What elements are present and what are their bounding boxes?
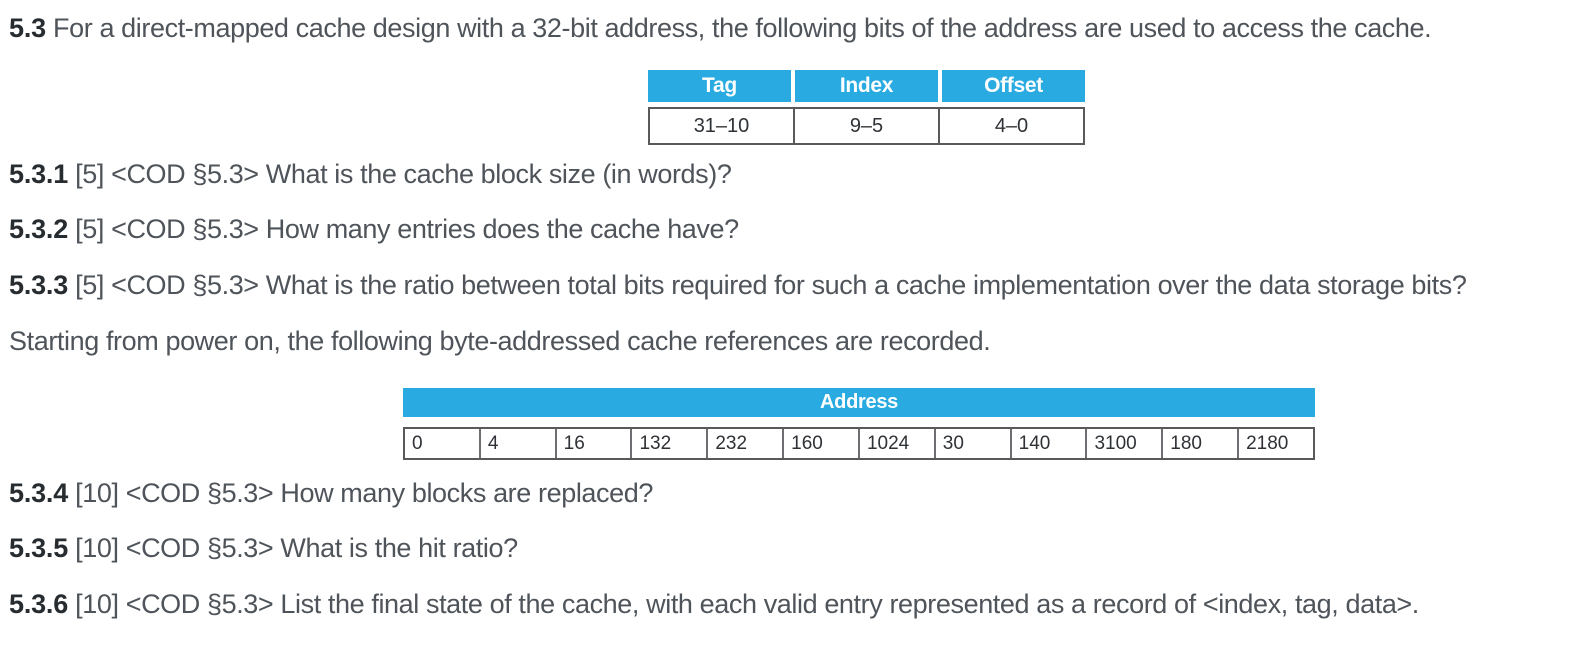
question-text: [5] <COD §5.3> How many entries does the… bbox=[75, 214, 739, 244]
question-text: [10] <COD §5.3> How many blocks are repl… bbox=[75, 478, 653, 508]
address-cell: 4 bbox=[478, 429, 555, 458]
question-5-3-4: 5.3.4 [10] <COD §5.3> How many blocks ar… bbox=[9, 477, 653, 510]
intro-text: For a direct-mapped cache design with a … bbox=[53, 13, 1432, 43]
question-5-3-6: 5.3.6 [10] <COD §5.3> List the final sta… bbox=[9, 588, 1419, 621]
address-cell: 180 bbox=[1161, 429, 1237, 458]
question-number: 5.3.4 bbox=[9, 478, 69, 508]
address-table-header: Address bbox=[403, 388, 1315, 417]
question-text: [5] <COD §5.3> What is the cache block s… bbox=[75, 159, 732, 189]
address-table-value-row: 0 4 16 132 232 160 1024 30 140 3100 180 … bbox=[403, 427, 1315, 460]
address-cell: 30 bbox=[933, 429, 1010, 458]
question-5-3-5: 5.3.5 [10] <COD §5.3> What is the hit ra… bbox=[9, 532, 518, 565]
question-number: 5.3.2 bbox=[9, 214, 69, 244]
intro-line: 5.3 For a direct-mapped cache design wit… bbox=[9, 12, 1432, 45]
bit-field-value-offset: 4–0 bbox=[938, 109, 1083, 143]
question-number: 5.3.5 bbox=[9, 533, 69, 563]
question-5-3-1: 5.3.1 [5] <COD §5.3> What is the cache b… bbox=[9, 158, 732, 191]
address-cell: 2180 bbox=[1237, 429, 1313, 458]
bit-field-header-offset: Offset bbox=[942, 70, 1085, 102]
bit-field-table: Tag Index Offset 31–10 9–5 4–0 bbox=[648, 70, 1085, 145]
bit-field-value-index: 9–5 bbox=[793, 109, 938, 143]
question-text: [5] <COD §5.3> What is the ratio between… bbox=[75, 270, 1467, 300]
bit-field-header-index: Index bbox=[795, 70, 938, 102]
address-cell: 1024 bbox=[857, 429, 934, 458]
problem-number: 5.3 bbox=[9, 13, 46, 43]
question-5-3-3: 5.3.3 [5] <COD §5.3> What is the ratio b… bbox=[9, 269, 1467, 302]
bit-field-table-header-row: Tag Index Offset bbox=[648, 70, 1085, 102]
question-5-3-2: 5.3.2 [5] <COD §5.3> How many entries do… bbox=[9, 213, 739, 246]
address-cell: 160 bbox=[782, 429, 858, 458]
address-cell: 132 bbox=[630, 429, 706, 458]
address-cell: 232 bbox=[706, 429, 782, 458]
bit-field-value-tag: 31–10 bbox=[693, 115, 750, 137]
bit-field-header-tag: Tag bbox=[648, 70, 791, 102]
address-cell: 140 bbox=[1009, 429, 1086, 458]
interlude-line: Starting from power on, the following by… bbox=[9, 326, 991, 356]
address-cell: 16 bbox=[554, 429, 631, 458]
question-number: 5.3.3 bbox=[9, 270, 69, 300]
bit-field-table-value-row: 31–10 9–5 4–0 bbox=[648, 107, 1085, 145]
question-number: 5.3.1 bbox=[9, 159, 69, 189]
question-text: [10] <COD §5.3> List the final state of … bbox=[75, 589, 1419, 619]
address-cell: 0 bbox=[412, 433, 423, 454]
question-number: 5.3.6 bbox=[9, 589, 69, 619]
question-text: [10] <COD §5.3> What is the hit ratio? bbox=[75, 533, 518, 563]
address-cell: 3100 bbox=[1085, 429, 1161, 458]
address-table: Address 0 4 16 132 232 160 1024 30 140 3… bbox=[403, 388, 1315, 460]
